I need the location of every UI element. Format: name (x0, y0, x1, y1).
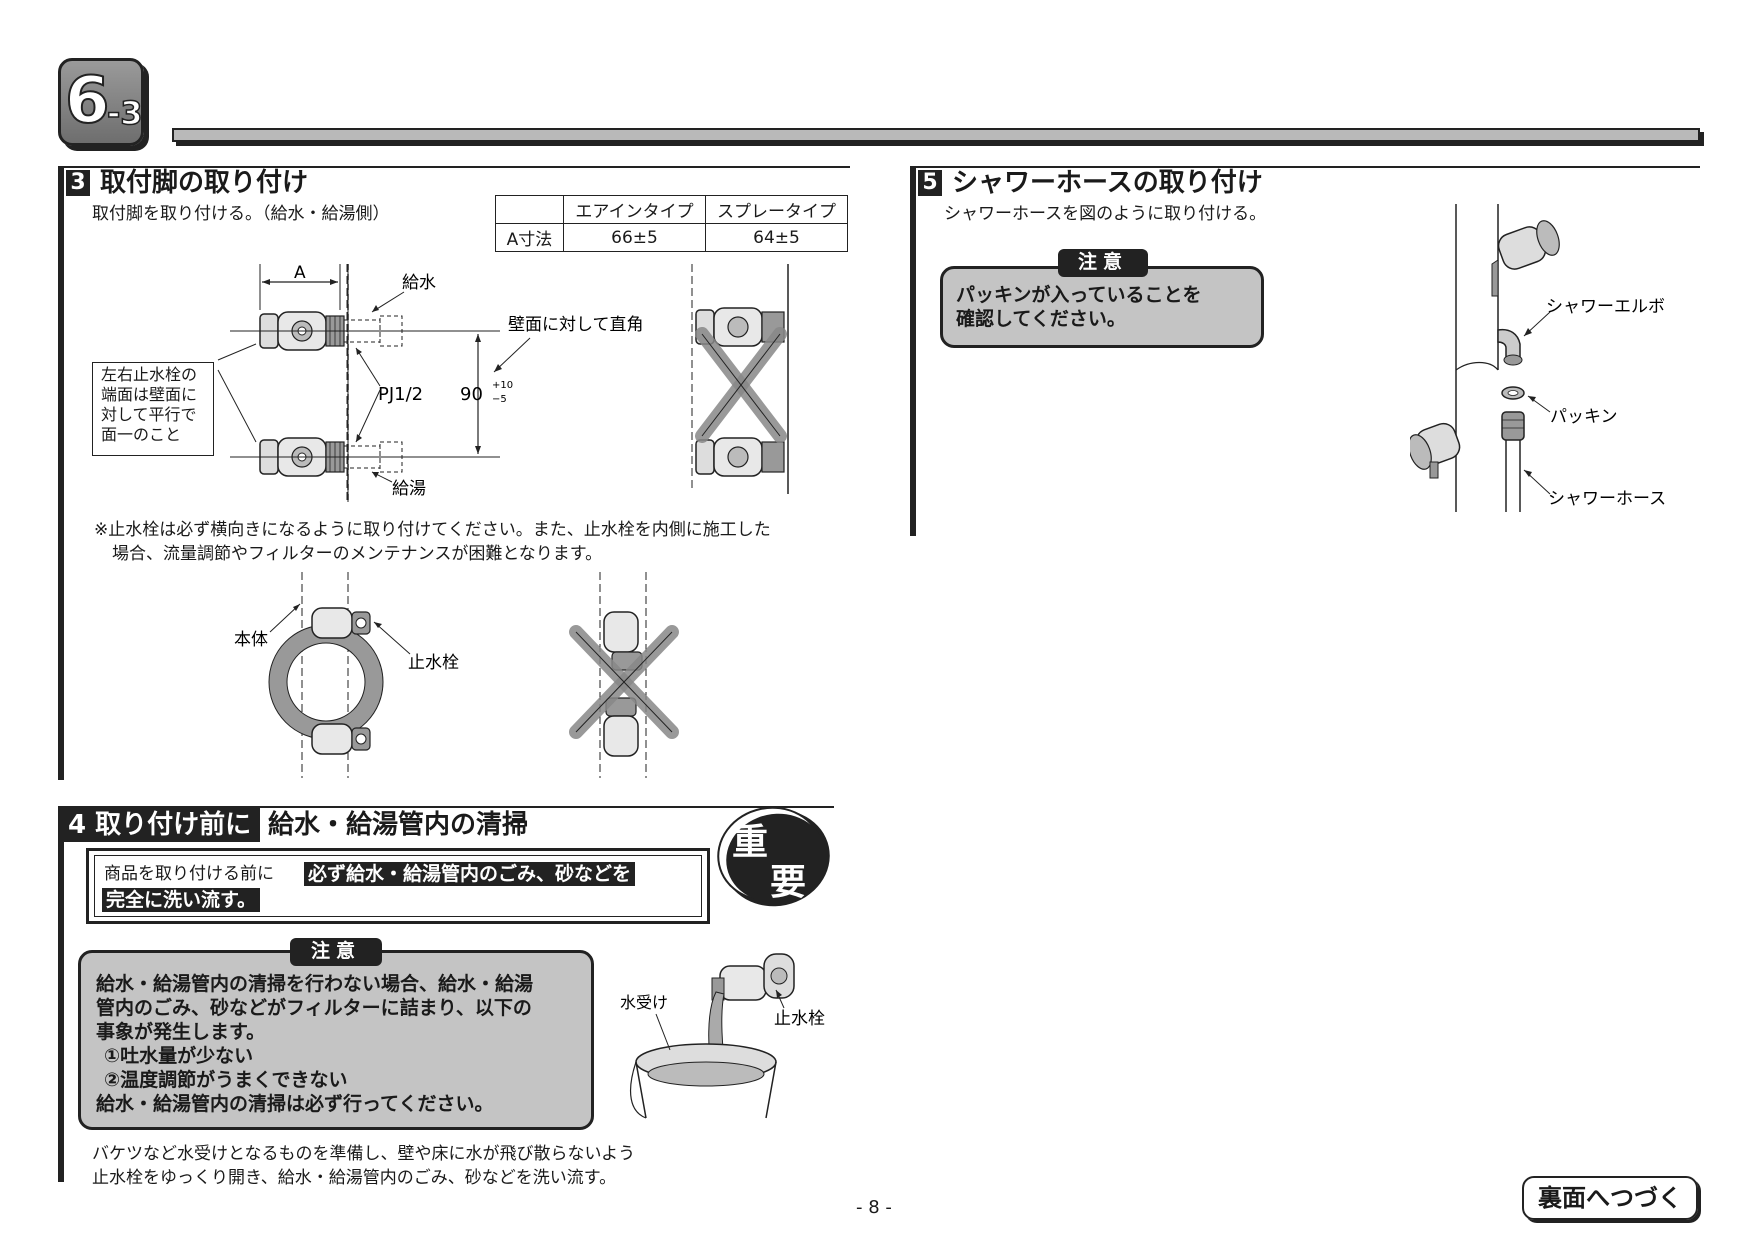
caution-line: ②温度調節がうまくできない (104, 1069, 348, 1091)
tolerance-minus: −5 (492, 394, 507, 405)
shower-hose-label: シャワーホース (1548, 489, 1666, 509)
header-rule (172, 128, 1700, 142)
caution-line: パッキンが入っていることを (956, 284, 1202, 306)
section4-body-line1: バケツなど水受けとなるものを準備し、壁や床に水が飛び散らないよう (92, 1144, 636, 1164)
spacing-label: 90 (460, 384, 483, 405)
callout-line: 面一のこと (101, 425, 182, 444)
section5-side-bar (910, 166, 916, 536)
caution-line: ①吐水量が少ない (104, 1045, 254, 1067)
flush-callout: 左右止水栓の 端面は壁面に 対して平行で 面一のこと (92, 362, 214, 456)
bucket-flushing-diagram: 水受け 止水栓 (620, 953, 825, 1119)
section5-caution-text: パッキンが入っていることを 確認してください。 (956, 283, 1201, 331)
notice-lead: 商品を取り付ける前に (104, 864, 274, 884)
table-header-cell: エアインタイプ (563, 195, 706, 224)
table-header-cell: スプレータイプ (705, 195, 848, 224)
lower-handle (1410, 422, 1461, 479)
upper-handle (1491, 220, 1560, 297)
page-number: - 8 - (856, 1197, 892, 1218)
important-char-1: 重 (732, 822, 768, 863)
caution-line: 事象が発生します。 (96, 1021, 266, 1043)
section4-title-prefix: 4 取り付け前に (60, 808, 260, 842)
flushing-stop-valve (711, 953, 795, 1001)
table-cell: 66±5 (563, 223, 706, 252)
packing-label: パッキン (1550, 407, 1618, 427)
caution-line: 給水・給湯管内の清掃は必ず行ってください。 (96, 1093, 494, 1115)
section4-number: 4 (68, 810, 87, 840)
section5-number: 5 (918, 170, 942, 196)
caution-line: 給水・給湯管内の清掃を行わない場合、給水・給湯 (96, 973, 534, 995)
correct-upper-valve (311, 607, 371, 639)
correct-lower-valve (311, 723, 371, 755)
notice-emphasis-1: 必ず給水・給湯管内のごみ、砂などを (304, 862, 636, 886)
notice-frame (86, 848, 710, 924)
section3-title: 取付脚の取り付け (100, 168, 309, 198)
important-char-2: 要 (770, 862, 806, 903)
stop-valve-label: 止水栓 (408, 653, 459, 673)
badge-number: 6 (64, 63, 111, 139)
perpendicular-label: 壁面に対して直角 (508, 315, 644, 335)
section3-side-bar (58, 166, 64, 780)
section4-body-line2: 止水栓をゆっくり開き、給水・給湯管内のごみ、砂などを洗い流す。 (92, 1168, 617, 1188)
table-header-cell (495, 195, 564, 224)
section3-number: 3 (66, 170, 90, 196)
section5-instruction: シャワーホースを図のように取り付ける。 (944, 204, 1267, 224)
continue-on-back-label: 裏面へつづく (1522, 1176, 1698, 1220)
callout-line: 端面は壁面に (101, 385, 198, 404)
section4-caution-text: 給水・給湯管内の清掃を行わない場合、給水・給湯 管内のごみ、砂などがフィルターに… (96, 972, 533, 1116)
section4-prefix-text: 取り付け前に (95, 810, 252, 840)
tolerance-plus: +10 (492, 380, 513, 391)
section5-caution-tag: 注意 (1058, 249, 1148, 277)
section-badge: 6 -3 (58, 58, 144, 146)
table-cell: 64±5 (705, 223, 848, 252)
valve-orientation-diagram: 本体 止水栓 (234, 572, 679, 778)
notice-box (94, 855, 702, 917)
callout-line: 対して平行で (101, 405, 197, 424)
section4-side-bar (58, 806, 64, 1182)
flush-stop-valve-label: 止水栓 (774, 1009, 825, 1029)
important-badge: 重 要 (717, 806, 830, 907)
section5-rule (912, 166, 1700, 168)
shower-hose-diagram: シャワーエルボ パッキン シャワーホース (1410, 204, 1666, 512)
notice-emphasis-2: 完全に洗い流す。 (102, 888, 261, 912)
section3-instruction: 取付脚を取り付ける。（給水・給湯側） (92, 204, 390, 224)
section3-note-line2: 場合、流量調節やフィルターのメンテナンスが困難となります。 (112, 544, 603, 564)
water-receiver-label: 水受け (620, 993, 668, 1012)
body-label: 本体 (234, 630, 268, 650)
incorrect-valve-diagram (691, 264, 789, 494)
shower-hose-fitting (1501, 411, 1525, 512)
callout-line: 左右止水栓の (101, 365, 198, 384)
supply-cold-label: 給水 (402, 273, 436, 293)
incorrect-orientation-diagram (569, 572, 679, 778)
section3-note-line1: ※止水栓は必ず横向きになるように取り付けてください。また、止水栓を内側に施工した (94, 520, 771, 540)
caution-line: 確認してください。 (956, 308, 1126, 330)
valve-installation-diagram: A 90 +10 −5 給水 給湯 PJ1/2 (217, 263, 789, 502)
section5-title: シャワーホースの取り付け (952, 168, 1263, 198)
badge-subnumber: -3 (106, 93, 143, 133)
section4-caution-box (78, 950, 594, 1130)
section4-title: 給水・給湯管内の清掃 (268, 810, 529, 840)
shower-elbow (1497, 328, 1523, 366)
section4-caution-tag: 注意 (290, 938, 382, 966)
table-header-row: エアインタイプ スプレータイプ (495, 195, 848, 224)
shower-elbow-label: シャワーエルボ (1546, 297, 1665, 317)
supply-hot-label: 給湯 (392, 479, 426, 499)
section4-rule (60, 806, 834, 808)
section3-rule (60, 166, 850, 168)
dim-a-label: A (294, 263, 306, 283)
table-row: A寸法 66±5 64±5 (495, 223, 848, 252)
caution-line: 管内のごみ、砂などがフィルターに詰まり、以下の (96, 997, 532, 1019)
thread-label: PJ1/2 (378, 384, 423, 405)
table-cell: A寸法 (495, 223, 564, 252)
dimension-table: エアインタイプ スプレータイプ A寸法 66±5 64±5 (495, 195, 848, 252)
